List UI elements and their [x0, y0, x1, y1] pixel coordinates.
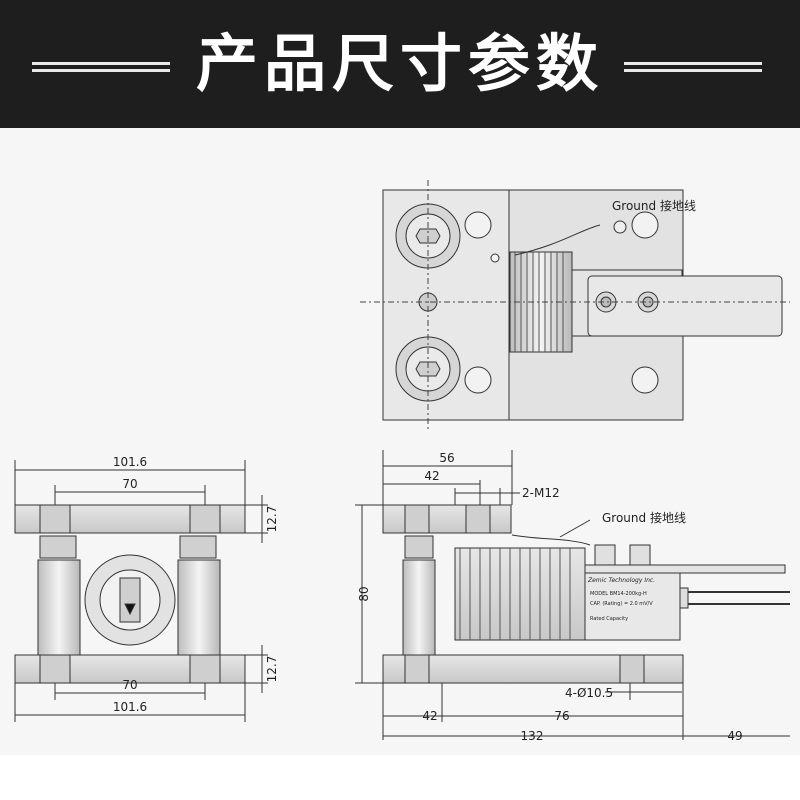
top-ground-label: Ground 接地线 [612, 198, 696, 213]
header-banner: 产品尺寸参数 [0, 0, 800, 128]
side-dim-42-top: 42 [424, 469, 439, 483]
header-deco-right [624, 62, 762, 78]
side-ground-label: Ground 接地线 [602, 510, 686, 525]
side-nameplate-body [584, 569, 681, 641]
front-dim-overall-bottom: 101.6 [113, 700, 147, 714]
drawing-area: Ground 接地线 101.6 [0, 128, 800, 755]
side-dim-height: 80 [357, 586, 371, 601]
front-dim-overall-top: 101.6 [113, 455, 147, 469]
page-title: 产品尺寸参数 [195, 27, 604, 100]
footer-bar [0, 755, 800, 800]
front-dim-holes-bottom: 70 [122, 678, 137, 692]
top-clamp-bar [587, 275, 783, 337]
nameplate-title: Zemic Technology Inc. [587, 577, 655, 584]
side-dim-49: 49 [727, 729, 742, 743]
nameplate-line3: Rated Capacity [590, 616, 628, 622]
header-deco-left [32, 62, 170, 78]
nameplate-line1: MODEL BM14-200kg-H [590, 591, 647, 597]
side-top-bracket [584, 564, 786, 574]
front-dim-plate-bottom: 12.7 [265, 656, 279, 683]
technical-drawing: Ground 接地线 101.6 [14, 180, 790, 743]
side-view [355, 450, 790, 740]
side-dim-42-bottom: 42 [422, 709, 437, 723]
front-dim-plate-top: 12.7 [265, 506, 279, 533]
side-post [402, 559, 436, 656]
side-ground-wire [511, 534, 591, 546]
side-dim-56: 56 [439, 451, 454, 465]
side-dim-thread: 2-M12 [522, 486, 560, 500]
side-dim-132: 132 [521, 729, 544, 743]
side-dim-76: 76 [554, 709, 569, 723]
front-post-left [37, 559, 81, 656]
front-view [14, 460, 268, 722]
top-ground-wire [514, 224, 601, 256]
side-dim-holes: 4-Ø10.5 [565, 686, 613, 700]
front-dim-holes-top: 70 [122, 477, 137, 491]
front-post-right [177, 559, 221, 656]
nameplate-line2: CAP. (Rating) = 2.0 mV/V [590, 601, 653, 607]
top-view [360, 180, 790, 432]
side-top-plate [382, 504, 512, 534]
